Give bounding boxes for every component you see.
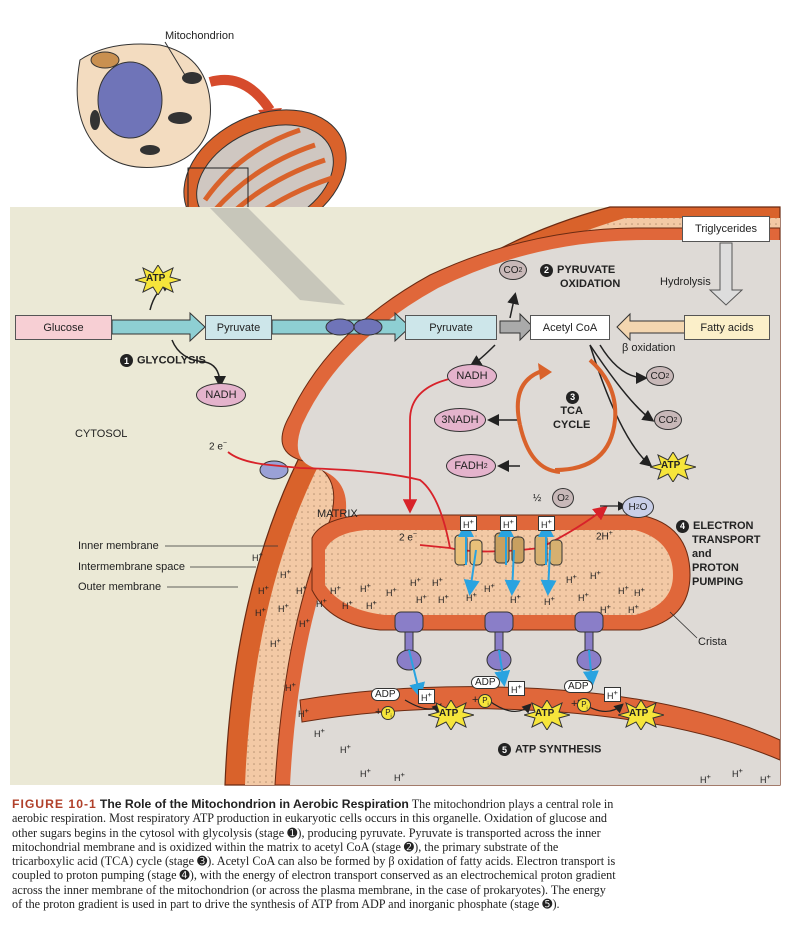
- atp-burst-synth-3: [618, 700, 664, 730]
- figure-title: The Role of the Mitochondrion in Aerobic…: [99, 797, 409, 811]
- atp-label-synth-3: ATP: [629, 708, 649, 719]
- intermembrane-space-label: Intermembrane space: [78, 561, 185, 573]
- triglycerides-box: Triglycerides: [682, 216, 770, 242]
- zoom-arrow: [208, 74, 275, 113]
- glycolysis-arrow: [111, 311, 206, 343]
- adp-label-3: ADP: [564, 680, 593, 693]
- outer-membrane-label: Outer membrane: [78, 581, 162, 593]
- two-e-matrix: 2 e−: [399, 531, 417, 544]
- nadh-cytosol: NADH: [196, 383, 246, 407]
- cytosol-label: CYTOSOL: [75, 428, 128, 440]
- pyruvate-matrix-box: Pyruvate: [405, 315, 497, 340]
- atp-burst-synth-2: [524, 700, 570, 730]
- cell-icon: [76, 43, 211, 168]
- atp-label-tca: ATP: [661, 460, 681, 471]
- half-o2-label: ½: [533, 493, 542, 504]
- diagram-canvas: [10, 41, 781, 786]
- glucose-box: Glucose: [15, 315, 112, 340]
- inner-membrane-label: Inner membrane: [78, 540, 159, 552]
- atp-burst-tca: [650, 452, 696, 482]
- pi-label-3: +Pi: [571, 698, 592, 712]
- pi-label-1: +Pi: [375, 706, 396, 720]
- atp-burst-glycolysis: [135, 265, 181, 295]
- two-e-cytosol: 2 e−: [209, 440, 227, 453]
- pi-label-2: +Pi: [472, 694, 493, 708]
- atp-label-synth-1: ATP: [439, 708, 459, 719]
- figure-body: The mitochondrion plays a central role i…: [12, 797, 616, 912]
- atp-label-synth-2: ATP: [535, 708, 555, 719]
- atp-synthases: [394, 611, 604, 671]
- figure-label: FIGURE 10-1: [12, 797, 97, 811]
- adp-label-2: ADP: [471, 676, 500, 689]
- hydrolysis-label: Hydrolysis: [660, 276, 711, 288]
- figure-caption: FIGURE 10-1 The Role of the Mitochondrio…: [12, 797, 618, 911]
- mitochondrion-label: Mitochondrion: [165, 30, 235, 42]
- three-nadh: 3NADH: [434, 408, 486, 432]
- beta-oxidation-label: β oxidation: [622, 342, 676, 354]
- fatty-acids-box: Fatty acids: [684, 315, 770, 340]
- atp-label-glycolysis: ATP: [146, 273, 166, 284]
- adp-label-1: ADP: [371, 688, 400, 701]
- acetyl-coa-box: Acetyl CoA: [530, 315, 610, 340]
- nadh-matrix: NADH: [447, 364, 497, 388]
- atp-burst-synth-1: [428, 700, 474, 730]
- pyruvate-cytosol-box: Pyruvate: [205, 315, 272, 340]
- matrix-label: MATRIX: [317, 508, 358, 520]
- two-h-label: 2H+: [596, 530, 613, 543]
- crista-label: Crista: [698, 636, 727, 648]
